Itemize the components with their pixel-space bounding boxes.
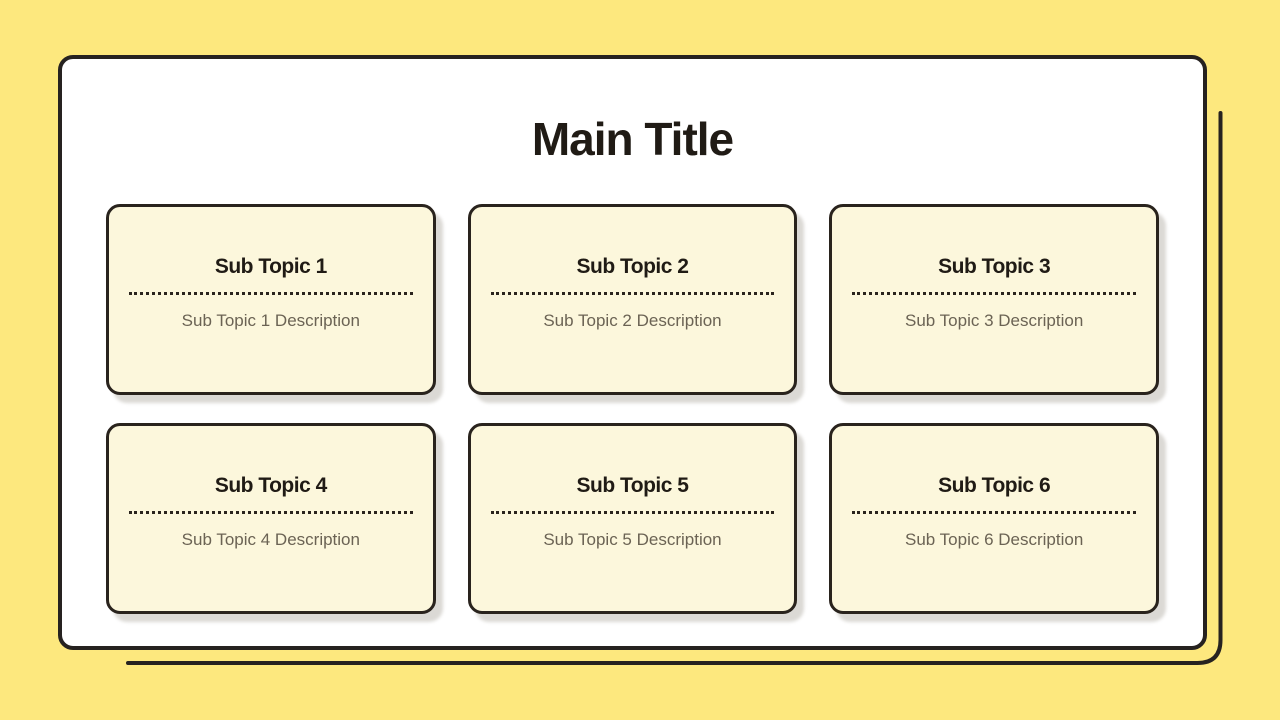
subtopic-title: Sub Topic 3 — [938, 255, 1051, 278]
dotted-divider — [129, 511, 413, 514]
subtopic-card-5: Sub Topic 5 Sub Topic 5 Description — [467, 423, 798, 614]
subtopic-description: Sub Topic 6 Description — [905, 530, 1084, 549]
slide-panel: Main Title Sub Topic 1 Sub Topic 1 Descr… — [58, 55, 1207, 650]
subtopic-title: Sub Topic 6 — [938, 474, 1051, 497]
dotted-divider — [129, 292, 413, 295]
subtopic-description: Sub Topic 4 Description — [181, 530, 360, 549]
dotted-divider — [852, 292, 1136, 295]
subtopic-card-3: Sub Topic 3 Sub Topic 3 Description — [829, 204, 1159, 395]
cards-grid: Sub Topic 1 Sub Topic 1 Description Sub … — [106, 204, 1159, 614]
dotted-divider — [490, 292, 775, 295]
subtopic-title: Sub Topic 4 — [214, 474, 327, 497]
subtopic-title: Sub Topic 2 — [576, 255, 689, 278]
subtopic-title: Sub Topic 5 — [576, 474, 689, 497]
subtopic-description: Sub Topic 3 Description — [905, 311, 1084, 330]
subtopic-card-1: Sub Topic 1 Sub Topic 1 Description — [106, 204, 436, 395]
subtopic-card-2: Sub Topic 2 Sub Topic 2 Description — [467, 204, 798, 395]
page-title: Main Title — [531, 113, 734, 165]
dotted-divider — [490, 511, 775, 514]
subtopic-title: Sub Topic 1 — [214, 255, 327, 278]
subtopic-description: Sub Topic 2 Description — [543, 311, 722, 330]
dotted-divider — [852, 511, 1136, 514]
subtopic-card-6: Sub Topic 6 Sub Topic 6 Description — [829, 423, 1159, 614]
subtopic-description: Sub Topic 5 Description — [543, 530, 722, 549]
subtopic-description: Sub Topic 1 Description — [181, 311, 360, 330]
subtopic-card-4: Sub Topic 4 Sub Topic 4 Description — [106, 423, 436, 614]
